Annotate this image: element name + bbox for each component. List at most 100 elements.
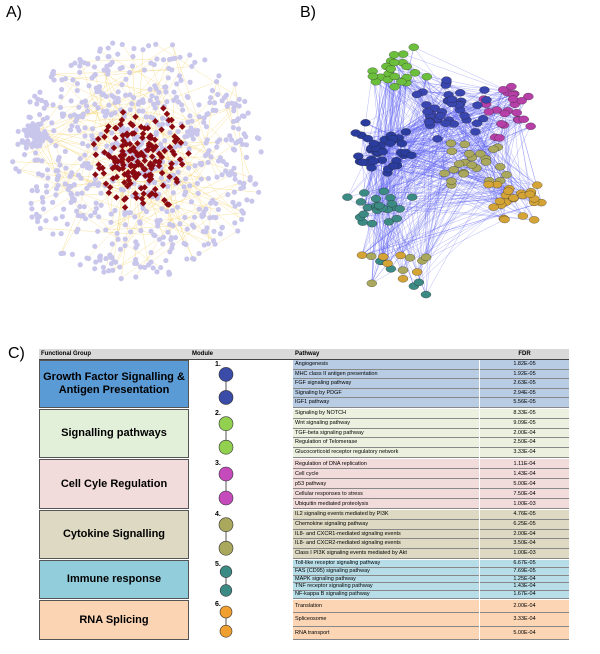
network-node [93, 259, 99, 265]
network-node [26, 114, 32, 120]
module-node [219, 624, 233, 638]
network-node [131, 45, 137, 52]
network-node [114, 230, 120, 237]
network-edge [364, 191, 531, 194]
network-node [524, 190, 536, 198]
network-diamond [125, 155, 133, 162]
network-node [97, 46, 103, 52]
network-node [28, 200, 34, 206]
network-node [140, 99, 146, 106]
network-node [69, 170, 75, 176]
pathway-name: FGF signaling pathway [293, 379, 479, 389]
network-node [421, 253, 432, 261]
network-node [217, 231, 223, 237]
network-node [488, 203, 499, 211]
network-node [236, 96, 242, 102]
network-diamond [119, 165, 127, 172]
network-node [481, 96, 492, 104]
network-node [232, 172, 238, 178]
network-node [216, 137, 223, 143]
network-node [401, 62, 412, 71]
network-node [23, 140, 29, 146]
network-edge [145, 176, 242, 212]
network-edge [383, 155, 412, 192]
network-node [68, 62, 74, 69]
network-node [168, 235, 175, 241]
network-node [59, 86, 65, 93]
network-diamond [138, 195, 146, 203]
network-node [63, 165, 69, 171]
network-diamond [90, 140, 98, 148]
network-node [104, 110, 110, 116]
network-node [44, 189, 50, 195]
network-node [350, 129, 361, 137]
functional-group-cell: Cytokine Signalling [39, 510, 189, 559]
network-node [506, 82, 517, 91]
network-node [103, 227, 109, 233]
network-node [378, 253, 389, 261]
network-node [254, 135, 260, 141]
network-node [82, 125, 88, 131]
network-node [73, 118, 79, 125]
pathway-name: IL2 signaling events mediated by PI3K [293, 510, 479, 520]
network-node [50, 199, 56, 205]
network-node [240, 184, 247, 191]
network-node [391, 215, 402, 223]
fdr-value: 2.63E-05 [480, 379, 569, 389]
network-node [432, 135, 443, 143]
network-node [101, 67, 107, 73]
network-node [191, 256, 197, 262]
network-diamond [118, 158, 126, 166]
network-diamond [92, 151, 100, 159]
fdr-value: 1.92E-05 [480, 369, 569, 380]
network-node [57, 162, 63, 168]
network-diamond [165, 201, 173, 208]
network-node [386, 200, 398, 208]
network-node [91, 181, 97, 187]
network-node [184, 256, 190, 262]
network-node [29, 187, 35, 194]
pathway-name: TGF-beta signaling pathway [293, 428, 479, 439]
network-node [495, 163, 506, 171]
network-diamond [141, 157, 149, 164]
network-node [143, 114, 149, 120]
network-node [174, 204, 181, 210]
network-node [134, 242, 140, 248]
network-node [406, 151, 417, 159]
network-node [160, 115, 166, 121]
network-node [85, 61, 91, 67]
network-node [75, 226, 81, 232]
network-node [223, 137, 229, 143]
fdr-value: 1.43E-04 [480, 469, 569, 479]
network-node [86, 83, 92, 89]
network-node [187, 113, 193, 119]
network-node [15, 141, 21, 147]
network-node [119, 41, 125, 48]
network-node [29, 206, 35, 212]
network-node [235, 126, 242, 132]
network-node [182, 140, 188, 147]
network-node [184, 226, 190, 232]
network-diamond [117, 121, 124, 128]
network-node [243, 154, 250, 160]
module-node [218, 416, 234, 431]
network-node [163, 89, 169, 95]
network-node [181, 184, 187, 190]
module-node [219, 605, 233, 619]
network-node [108, 211, 114, 217]
module-number: 3. [215, 460, 221, 467]
network-node [117, 65, 123, 72]
network-node [239, 216, 245, 223]
network-node [106, 54, 112, 60]
fdr-value: 6.67E-05 [480, 560, 569, 568]
module-number: 2. [215, 410, 221, 417]
network-node [186, 146, 192, 152]
network-diamond [137, 184, 145, 192]
network-node [395, 251, 406, 260]
network-node [165, 75, 171, 81]
network-node [446, 177, 457, 185]
network-node [67, 113, 74, 119]
network-diamond [151, 185, 159, 193]
network-node [240, 210, 247, 216]
network-node [88, 213, 94, 219]
